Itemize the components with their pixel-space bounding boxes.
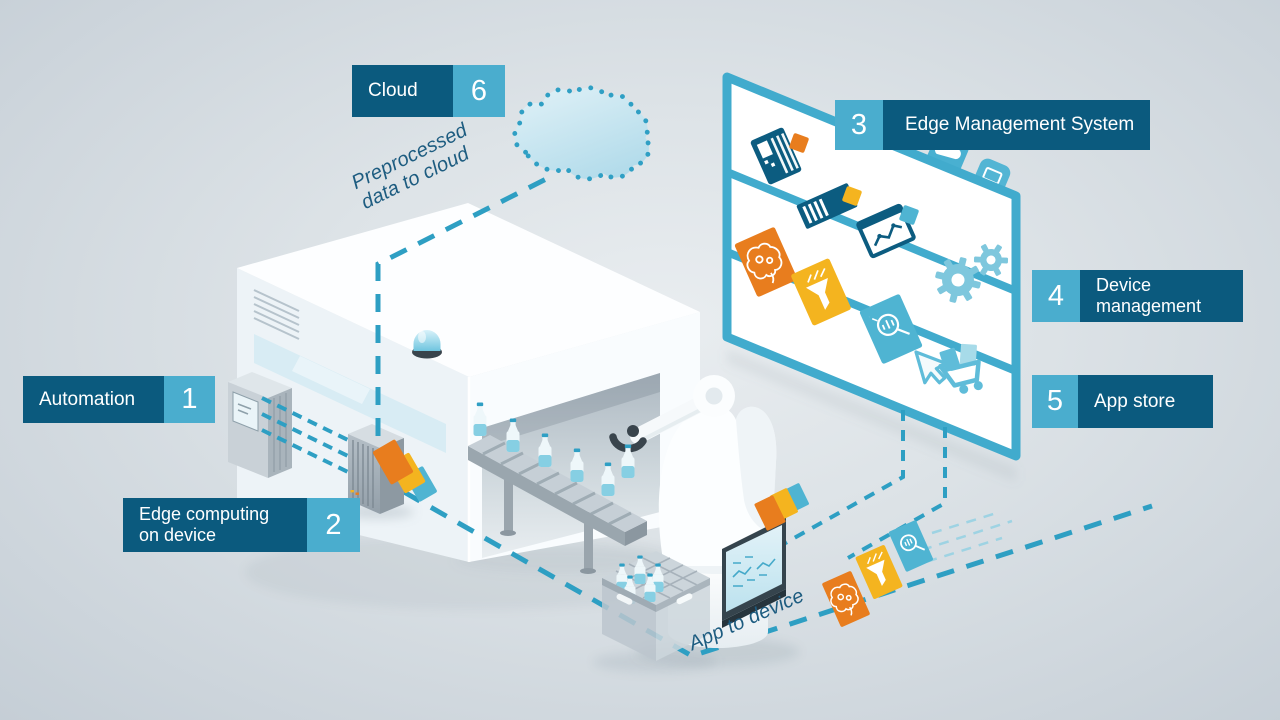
- label-app-store-number: 5: [1032, 375, 1078, 428]
- app-card-funnel: [855, 545, 903, 599]
- shopping-cart-icon: [938, 343, 983, 394]
- label-app-store: 5 App store: [1032, 375, 1213, 428]
- label-edge-computing: Edge computing on device 2: [123, 498, 360, 552]
- label-cloud-text: Cloud: [352, 65, 453, 117]
- conveyor-belt: [468, 402, 647, 574]
- label-device-management: 4 Device management: [1032, 270, 1243, 322]
- label-edge-computing-number: 2: [307, 498, 360, 552]
- gears-icon: [935, 244, 1009, 303]
- label-automation: Automation 1: [23, 376, 215, 423]
- label-edge-management-system: 3 Edge Management System: [835, 100, 1151, 150]
- hmi-app-cards: [754, 483, 809, 531]
- label-ems-number: 3: [835, 100, 883, 150]
- app-card-brain: [734, 227, 798, 297]
- label-device-management-number: 4: [1032, 270, 1080, 322]
- app-card-analytics: [859, 294, 923, 364]
- cloud-shape: [512, 85, 652, 182]
- app-card-funnel: [791, 258, 851, 326]
- hmi-screen: [722, 517, 786, 628]
- building-vents: [253, 289, 300, 340]
- app-card-analytics: [888, 520, 934, 572]
- app-delivery-path: [402, 489, 1153, 659]
- app-card-brain: [822, 571, 870, 627]
- speed-lines: [909, 510, 1013, 569]
- label-ems-text: Edge Management System: [883, 100, 1151, 150]
- device-cabinet-icon: [750, 127, 802, 185]
- cloud-data-path: [375, 173, 554, 436]
- flying-app-cards: [822, 520, 934, 627]
- label-automation-text: Automation: [23, 376, 164, 423]
- label-app-store-text: App store: [1078, 375, 1213, 428]
- label-cloud: Cloud 6: [352, 65, 505, 117]
- building-window: [254, 334, 446, 453]
- edge-device-app-cards: [372, 439, 437, 502]
- bottle-crate: [602, 551, 710, 661]
- plc-controller: [228, 372, 292, 478]
- label-edge-computing-text: Edge computing on device: [123, 498, 307, 552]
- device-rack-icon: [796, 183, 858, 229]
- label-automation-number: 1: [164, 376, 215, 423]
- signal-beacon: [412, 330, 442, 359]
- panel-drop-links: [779, 410, 947, 560]
- label-device-management-text: Device management: [1080, 270, 1243, 322]
- label-cloud-number: 6: [453, 65, 505, 117]
